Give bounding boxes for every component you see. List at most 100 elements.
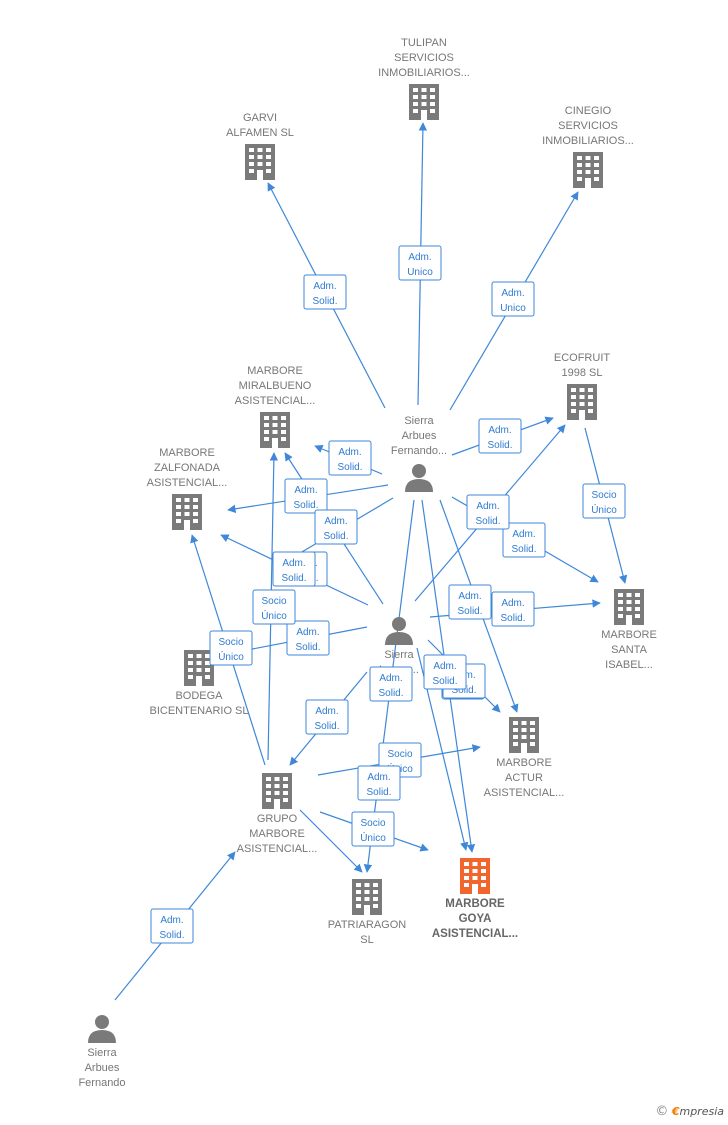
node-miralbueno[interactable]: MARBOREMIRALBUENOASISTENCIAL... [235,365,316,448]
edge-label-text: Adm. [313,281,336,292]
building-icon [409,84,439,120]
building-icon [460,858,490,894]
edge-label-box [351,811,395,847]
building-icon [614,589,644,625]
node-sierra1[interactable]: SierraArbuesFernando... [391,415,447,492]
edge-label-sierra2-goya[interactable]: Adm.Solid. [423,654,467,690]
edge-label-box [328,440,372,476]
node-label: CINEGIO [565,105,612,117]
edge-labels-layer: Adm.Solid.Adm.UnicoAdm.UnicoAdm.Solid.Ad… [150,245,626,944]
node-label: MARBORE [247,365,303,377]
edge-label-box [286,620,330,656]
node-label: Sierra [384,649,414,661]
edge-label-box [314,509,358,545]
edge-label-sierra2-ecofruit[interactable]: Adm.Solid. [448,584,492,620]
edge-label-text: Socio [591,490,616,501]
edge-label-text: Solid. [475,516,500,527]
edge-label-box [491,591,535,627]
node-label: MARBORE [445,898,505,910]
empresia-brand[interactable]: © €mpresia [655,1104,724,1119]
node-label: BICENTENARIO SL [149,705,248,717]
edge-label-text: Adm. [512,529,535,540]
edge-label-text: Solid. [366,787,391,798]
edge-label-text: Adm. [160,915,183,926]
node-label: ASISTENCIAL... [235,395,316,407]
edge-label-sierra2-bodega[interactable]: Adm.Solid. [286,620,330,656]
edge-label-sierra1-santaisabel[interactable]: Adm.Solid. [502,522,546,558]
node-label: 1998 SL [562,367,603,379]
edge-label-sierra1-patriaragon[interactable]: Adm.Solid. [369,666,413,702]
edge-label-sierra1-ecofruit[interactable]: Adm.Solid. [478,418,522,454]
node-label: Arbues [85,1062,120,1074]
edge-label-text: Solid. [432,676,457,687]
edge-label-sierra3-grupo[interactable]: Adm.Solid. [150,908,194,944]
edge-label-sierra1-tulipan[interactable]: Adm.Unico [398,245,442,281]
edge-label-text: Unico [407,267,433,278]
edge-label-text: Solid. [295,642,320,653]
person-icon [405,464,433,492]
node-label: GRUPO [257,813,298,825]
node-label: Fernando [78,1077,125,1089]
edge-label-text: Solid. [451,685,476,696]
building-icon [567,384,597,420]
edge-label-text: Solid. [312,296,337,307]
edge-label-sierra2-santaisabel[interactable]: Adm.Solid. [491,591,535,627]
node-santaisabel[interactable]: MARBORESANTAISABEL... [601,589,657,671]
edge-label-box [466,494,510,530]
node-label: SERVICIOS [394,52,454,64]
edge-label-grupo-patriaragon[interactable]: Adm.Solid. [357,765,401,801]
node-label: ASISTENCIAL... [237,843,318,855]
edge-label-text: Adm. [294,485,317,496]
node-actur[interactable]: MARBOREACTURASISTENCIAL... [484,717,565,799]
edge-label-sierra1-miralbueno[interactable]: Adm. Solid. [328,440,372,476]
node-label: ASISTENCIAL... [147,477,228,489]
building-icon [260,412,290,448]
node-goya[interactable]: MARBOREGOYAASISTENCIAL... [432,858,518,940]
edge-label-text: Solid. [314,721,339,732]
edge-label-text: Adm. [315,706,338,717]
edge-label-sierra2-grupo[interactable]: Adm. Solid. [305,699,349,735]
edge-label-text: Único [591,503,617,516]
edge-label-sierra2-zalfonada[interactable]: Adm.Solid. [272,551,316,587]
node-grupo[interactable]: GRUPO MARBORE ASISTENCIAL... [237,773,318,855]
edge-label-text: Solid. [337,462,362,473]
node-cinegio[interactable]: CINEGIOSERVICIOSINMOBILIARIOS... [542,105,634,188]
node-label: MARBORE [249,828,305,840]
edge-label-sierra1-actur[interactable]: Adm.Solid. [466,494,510,530]
edge-label-box [398,245,442,281]
edge-label-box [478,418,522,454]
node-label: TULIPAN [401,37,447,49]
building-icon [509,717,539,753]
building-icon [245,144,275,180]
edge-label-sierra1-zalfonada[interactable]: Adm.Solid. [284,478,328,514]
edge-label-sierra1-cinegio[interactable]: Adm. Unico [491,281,535,317]
node-zalfonada[interactable]: MARBOREZALFONADAASISTENCIAL... [147,447,228,530]
node-label: Arbues [402,430,437,442]
edge-grupo-patriaragon [299,809,363,873]
edge-label-sierra1-bodega[interactable]: Adm.Solid. [314,509,358,545]
node-label: Fernando... [391,445,447,457]
edge-label-text: Unico [500,303,526,314]
node-label: GOYA [459,913,492,925]
node-label: SANTA [611,644,648,656]
edge-label-sierra1-garvi[interactable]: Adm. Solid. [303,274,347,310]
edge-label-text: Adm. [501,288,524,299]
edge-label-text: Único [360,831,386,844]
node-label: ISABEL... [605,659,653,671]
building-icon [172,494,202,530]
node-tulipan[interactable]: TULIPANSERVICIOSINMOBILIARIOS... [378,37,470,120]
edge-label-text: Adm. [338,447,361,458]
node-label: MARBORE [159,447,215,459]
node-label: Sierra [87,1047,117,1059]
